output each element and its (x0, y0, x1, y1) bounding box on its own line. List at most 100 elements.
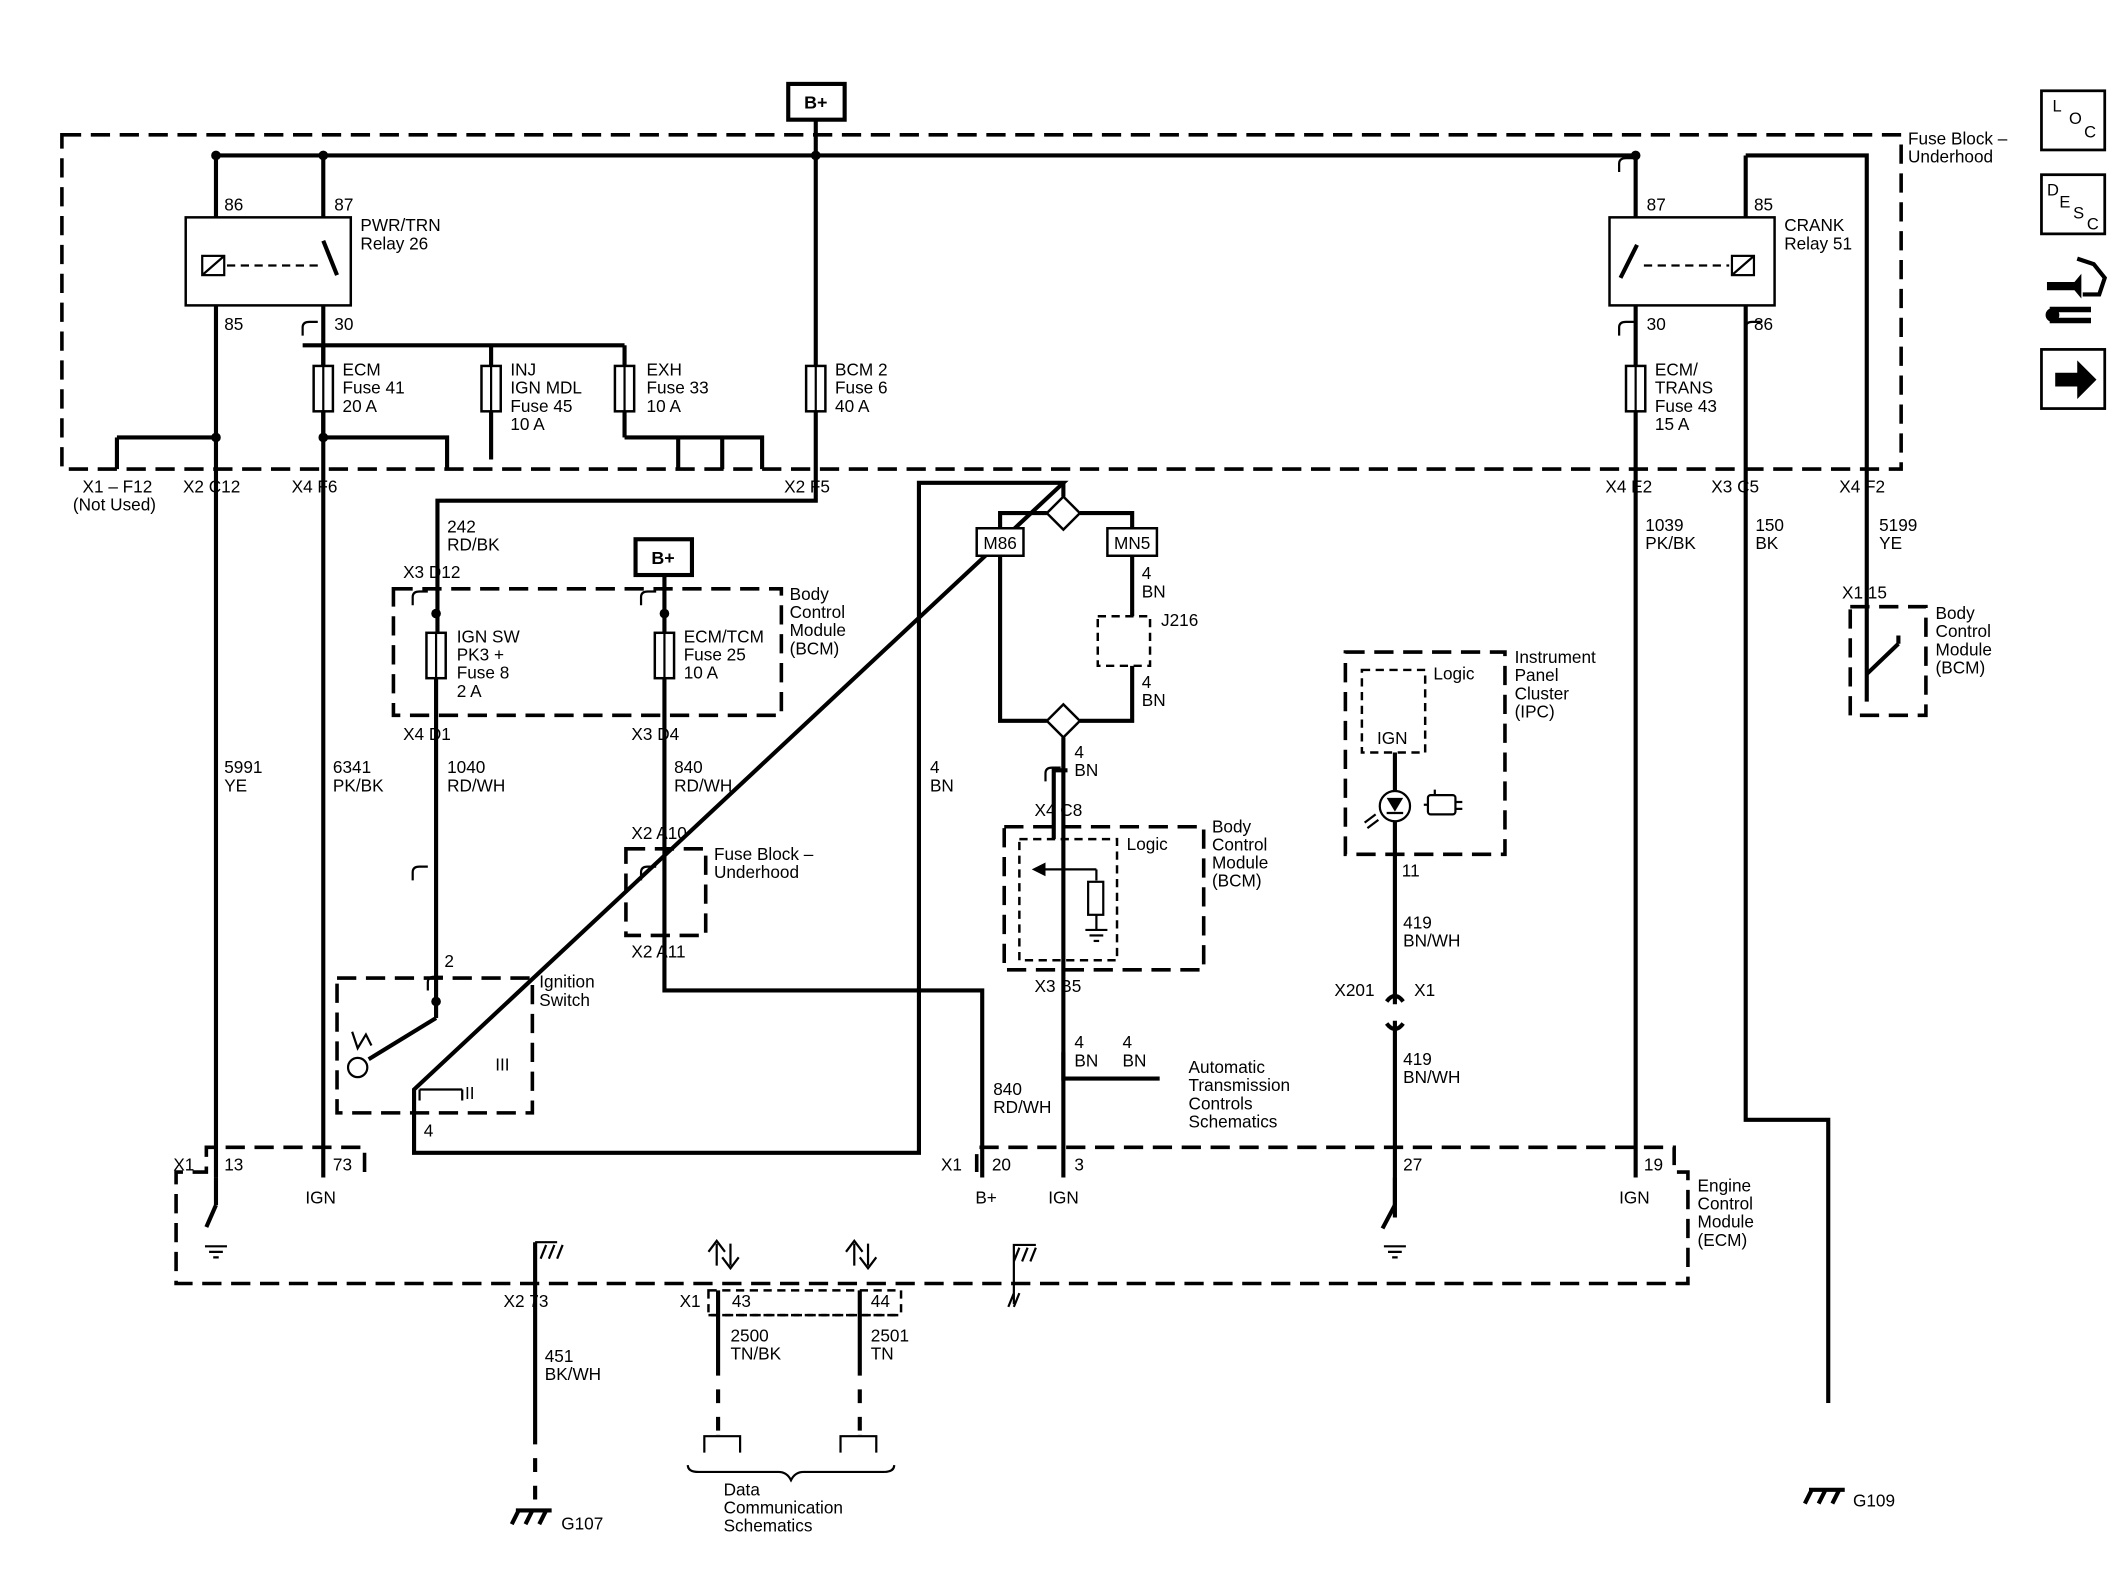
fuse-exh33 (613, 364, 636, 413)
terminal-hook (426, 975, 443, 991)
bplus-supply-top: B+ (786, 81, 847, 122)
bcm-upper-outline (391, 586, 784, 718)
wire (1051, 768, 1068, 840)
bplus-top-label: B+ (804, 93, 827, 113)
wire (435, 411, 818, 633)
logic-label: Logic (1127, 834, 1168, 854)
connector-label: X3 C5 (1711, 476, 1759, 496)
g107-ground-symbol (509, 1508, 552, 1526)
connector-label: 11 (1402, 860, 1420, 880)
ecm-chassis-ground-icon (1007, 1243, 1037, 1308)
wire (323, 435, 450, 470)
side-toolbar: L O C D E S C (2040, 89, 2108, 410)
fuse-bcm6 (804, 364, 827, 413)
ipc-ign-label: IGN (1377, 728, 1408, 748)
wire (624, 435, 765, 470)
connector-label: 44 (871, 1291, 891, 1311)
terminal-hook (639, 865, 657, 881)
fuse-block-small-title: Fuse Block –Underhood (714, 844, 814, 882)
next-arrow-icon[interactable] (2040, 348, 2107, 410)
svg-text:S: S (2073, 205, 2084, 223)
wire (1743, 305, 1831, 1404)
splice-mn5: MN5 (1106, 527, 1159, 557)
junction-dot (659, 608, 670, 619)
connector-label: X1 (680, 1291, 701, 1311)
fuse-ignsw (425, 631, 447, 680)
ecm-pin-function: B+ (975, 1188, 997, 1208)
connector-label: X4 F2 (1839, 476, 1885, 496)
svg-text:L: L (2052, 97, 2061, 115)
connector-tools-icon[interactable] (2045, 256, 2108, 324)
connector-label: 2 (444, 951, 454, 971)
wire (662, 678, 985, 1178)
ecm-input-switch (204, 1204, 218, 1228)
relay-pin: 87 (334, 194, 353, 214)
ecm-pin-function: IGN (305, 1188, 336, 1208)
fuse-ecm41 (312, 364, 335, 413)
relay-pin: 86 (224, 194, 243, 214)
junction-dot (431, 608, 441, 619)
ecm-ground-symbol (204, 1245, 227, 1259)
connector-label: X3 B5 (1034, 976, 1081, 996)
connector-label: X3 D4 (631, 724, 679, 744)
wire (1061, 1052, 1160, 1081)
connector-label: 20 (992, 1155, 1011, 1175)
ground-label-g107: G107 (561, 1514, 603, 1534)
junction-dot (431, 996, 441, 1007)
fuse-inj45 (480, 364, 502, 413)
wire (1079, 511, 1135, 529)
connector-label: X2 F5 (784, 476, 830, 496)
ignition-switch-symbol (346, 1016, 464, 1101)
wire-paths (114, 119, 1901, 1511)
connector-label: X2 C12 (183, 476, 240, 496)
description-icon[interactable]: D E S C (2040, 173, 2107, 236)
connector-label: 19 (1644, 1155, 1663, 1175)
ground-label-g109: G109 (1853, 1490, 1895, 1510)
data-comm-symbols (686, 1239, 896, 1483)
connector-label: X4 D1 (403, 724, 451, 744)
pwr-trn-relay (184, 216, 353, 307)
g109-ground-symbol (1803, 1487, 1845, 1505)
connector-label: X1 (941, 1155, 962, 1175)
wire (998, 555, 1047, 723)
splice-label: J216 (1161, 610, 1198, 630)
connector-label: 73 (333, 1155, 352, 1175)
connector-label: 4 (424, 1120, 434, 1140)
relay-pin: 30 (1647, 314, 1666, 334)
junction-dot (318, 150, 329, 161)
fuse-ecmtrans43 (1624, 364, 1647, 413)
connector-label: X1 (1414, 980, 1435, 1000)
terminal-hook (1044, 766, 1061, 782)
terminal-hook (1618, 320, 1635, 336)
location-icon[interactable]: L O C (2040, 89, 2107, 152)
switch-position-label: III (495, 1054, 509, 1074)
connector-label: X4 E2 (1605, 476, 1652, 496)
ecm-pin-function: IGN (1619, 1188, 1650, 1208)
ecm-outline (174, 1145, 1690, 1317)
svg-text:C: C (2087, 216, 2099, 234)
connector-label: X1 (173, 1155, 194, 1175)
ground-symbols (204, 1241, 1845, 1526)
